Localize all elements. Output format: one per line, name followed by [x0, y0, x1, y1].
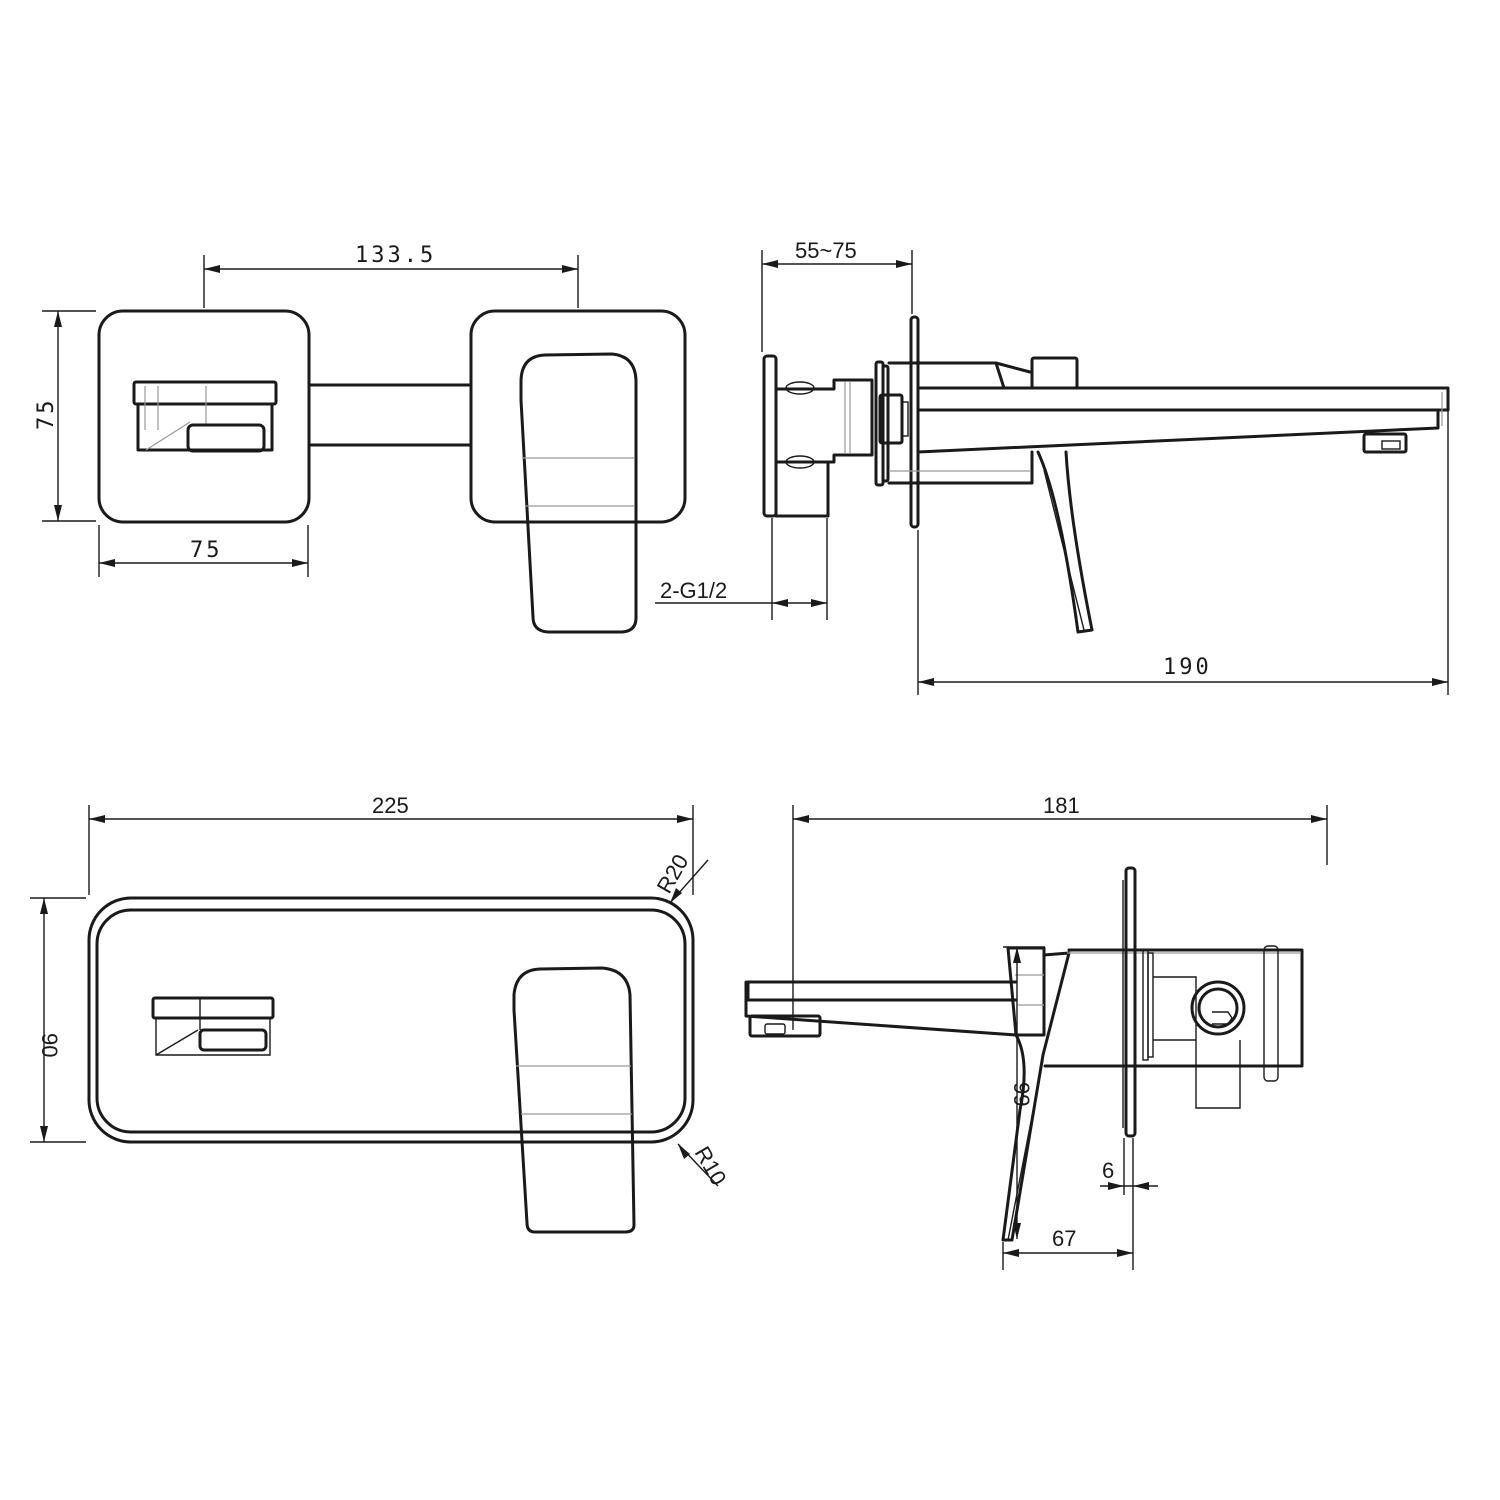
dimension-99: 99: [1003, 946, 1045, 1240]
lever-handle-front: [512, 966, 636, 1234]
side-view-bottom: 181 99 6 67: [744, 793, 1328, 1270]
backplate-inner: [95, 908, 687, 1134]
wall-plate-side: [1124, 866, 1137, 1138]
dimension-90: 90: [30, 897, 86, 1143]
lever-side: [1001, 1033, 1045, 1242]
dim-label-133-5: 133.5: [355, 243, 436, 268]
dim-label-r20: R20: [652, 850, 694, 897]
dim-label-190: 190: [1163, 655, 1212, 680]
dim-label-75-height: 75: [34, 398, 59, 431]
dim-label-225: 225: [372, 793, 409, 818]
dimension-75-width: 75: [98, 525, 309, 577]
wall-plate: [909, 315, 920, 529]
dim-label-2-g1-2: 2-G1/2: [660, 578, 727, 603]
mixer-plate: [469, 309, 687, 524]
spout-aerator-side: [748, 1014, 822, 1038]
spout: [916, 386, 1450, 412]
dimension-6: 6: [1100, 1138, 1158, 1270]
radius-r10: R10: [677, 1142, 732, 1189]
dim-label-181: 181: [1043, 793, 1080, 818]
dim-label-67: 67: [1052, 1226, 1076, 1251]
mounting-flange: [762, 354, 778, 518]
dim-label-6: 6: [1102, 1158, 1114, 1183]
lever-handle: [519, 352, 638, 634]
dimension-133-5: 133.5: [203, 243, 579, 308]
dimension-55-75: 55~75: [761, 238, 913, 352]
aerator-top: [1030, 356, 1079, 390]
backplate-outer: [87, 896, 695, 1144]
dim-label-75-width: 75: [190, 538, 223, 563]
inlet-ring: [1190, 980, 1246, 1036]
dim-label-90: 90: [37, 1033, 62, 1057]
spout-side: [746, 980, 1018, 1002]
dimension-67: 67: [1002, 1226, 1133, 1270]
front-view-two-piece: 133.5 75 75: [34, 243, 687, 634]
spout-aerator: [1362, 432, 1408, 454]
front-view-single-plate: 225 90 R20 R10: [30, 793, 732, 1234]
side-view-top: 55~75 2-G1/2 190: [655, 238, 1450, 695]
dim-label-r10: R10: [690, 1142, 732, 1189]
dimension-75-height: 75: [34, 310, 96, 522]
spout-outlet: [132, 380, 278, 453]
dimension-225: 225: [88, 793, 694, 895]
lever: [1036, 450, 1094, 634]
spout-plate: [97, 309, 311, 524]
dimension-190: 190: [917, 400, 1449, 695]
dim-label-99: 99: [1009, 1082, 1034, 1106]
spout-outlet-front: [151, 996, 275, 1056]
dim-label-55-75: 55~75: [795, 238, 857, 263]
valve-body: [774, 378, 874, 464]
radius-r20: R20: [652, 850, 709, 904]
dimension-181: 181: [792, 793, 1328, 1030]
dimension-2-g1-2: 2-G1/2: [655, 518, 828, 620]
